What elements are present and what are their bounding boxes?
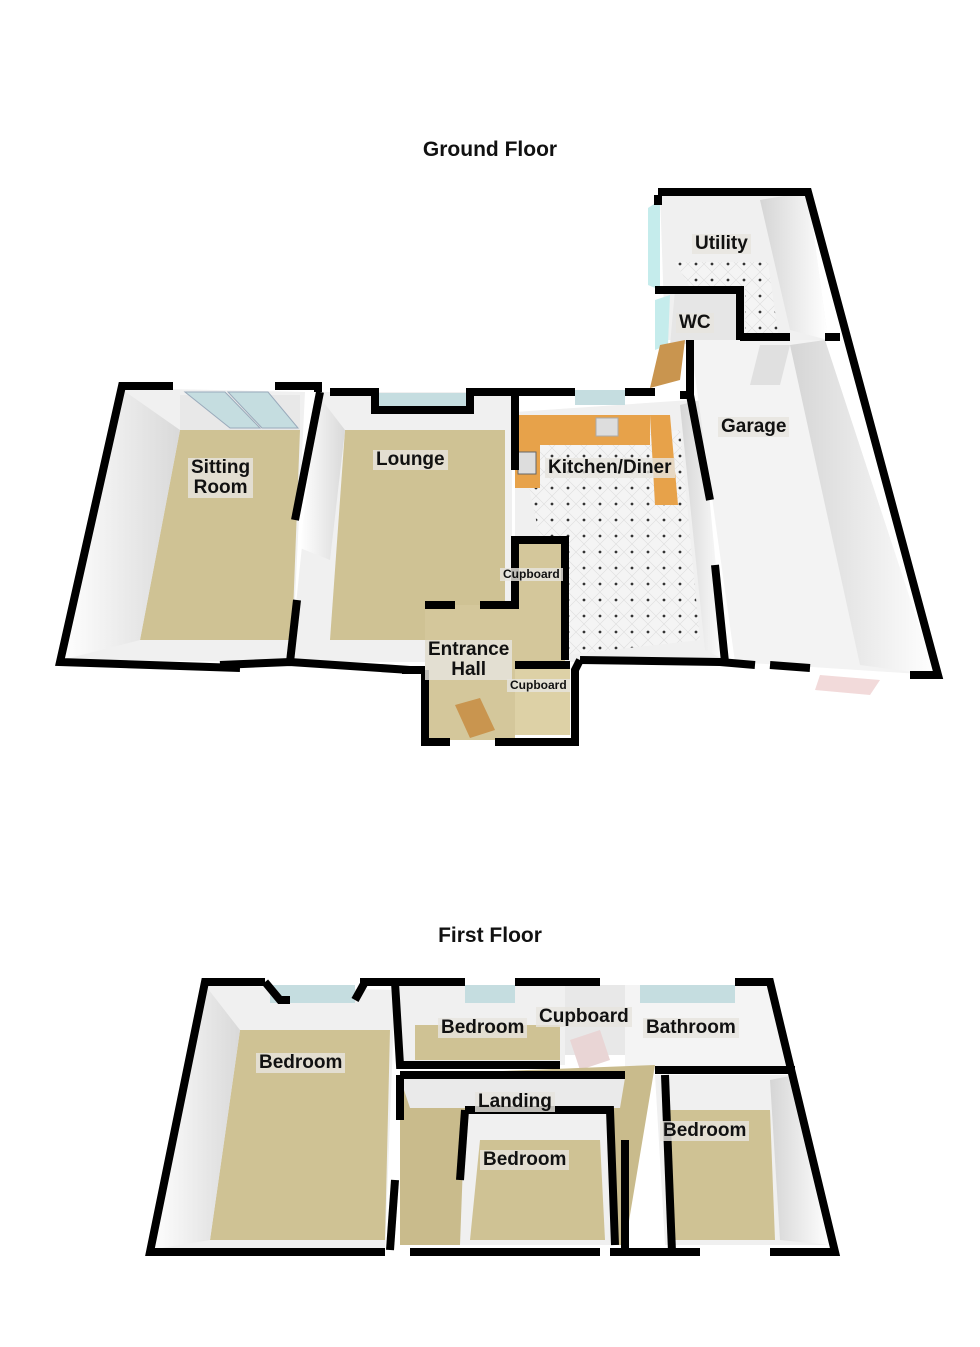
room-label-utility: Utility	[692, 234, 751, 254]
room-label-kitchen-diner: Kitchen/Diner	[545, 458, 675, 478]
room-label-bedroom-large: Bedroom	[256, 1053, 346, 1073]
room-label-cupboard-upper: Cupboard	[500, 568, 563, 581]
room-label-bedroom-right: Bedroom	[660, 1121, 750, 1141]
ground-floor-walls	[55, 188, 944, 746]
lounge	[290, 392, 512, 662]
first-floor-bedroom-middle	[460, 1110, 615, 1245]
first-floor-cupboard	[565, 985, 625, 1070]
room-label-lounge: Lounge	[373, 450, 448, 470]
room-label-garage: Garage	[718, 417, 790, 437]
first-floor-bedroom-right	[655, 1075, 830, 1245]
sitting-room	[62, 388, 305, 662]
room-label-sitting-room: Sitting Room	[188, 458, 254, 498]
room-label-bedroom-top: Bedroom	[438, 1018, 528, 1038]
room-label-cupboard: Cupboard	[536, 1007, 632, 1027]
first-floor-title: First Floor	[438, 924, 542, 947]
room-label-cupboard-lower: Cupboard	[507, 679, 570, 692]
first-floor-bedroom-large	[150, 985, 395, 1250]
room-label-landing: Landing	[475, 1092, 555, 1112]
room-label-bedroom-middle: Bedroom	[480, 1150, 570, 1170]
room-label-wc: WC	[676, 313, 714, 333]
room-label-entrance-hall: Entrance Hall	[425, 640, 513, 680]
room-label-bathroom: Bathroom	[643, 1018, 739, 1038]
first-floor-walls	[145, 978, 841, 1256]
ground-floor-title: Ground Floor	[422, 138, 558, 161]
